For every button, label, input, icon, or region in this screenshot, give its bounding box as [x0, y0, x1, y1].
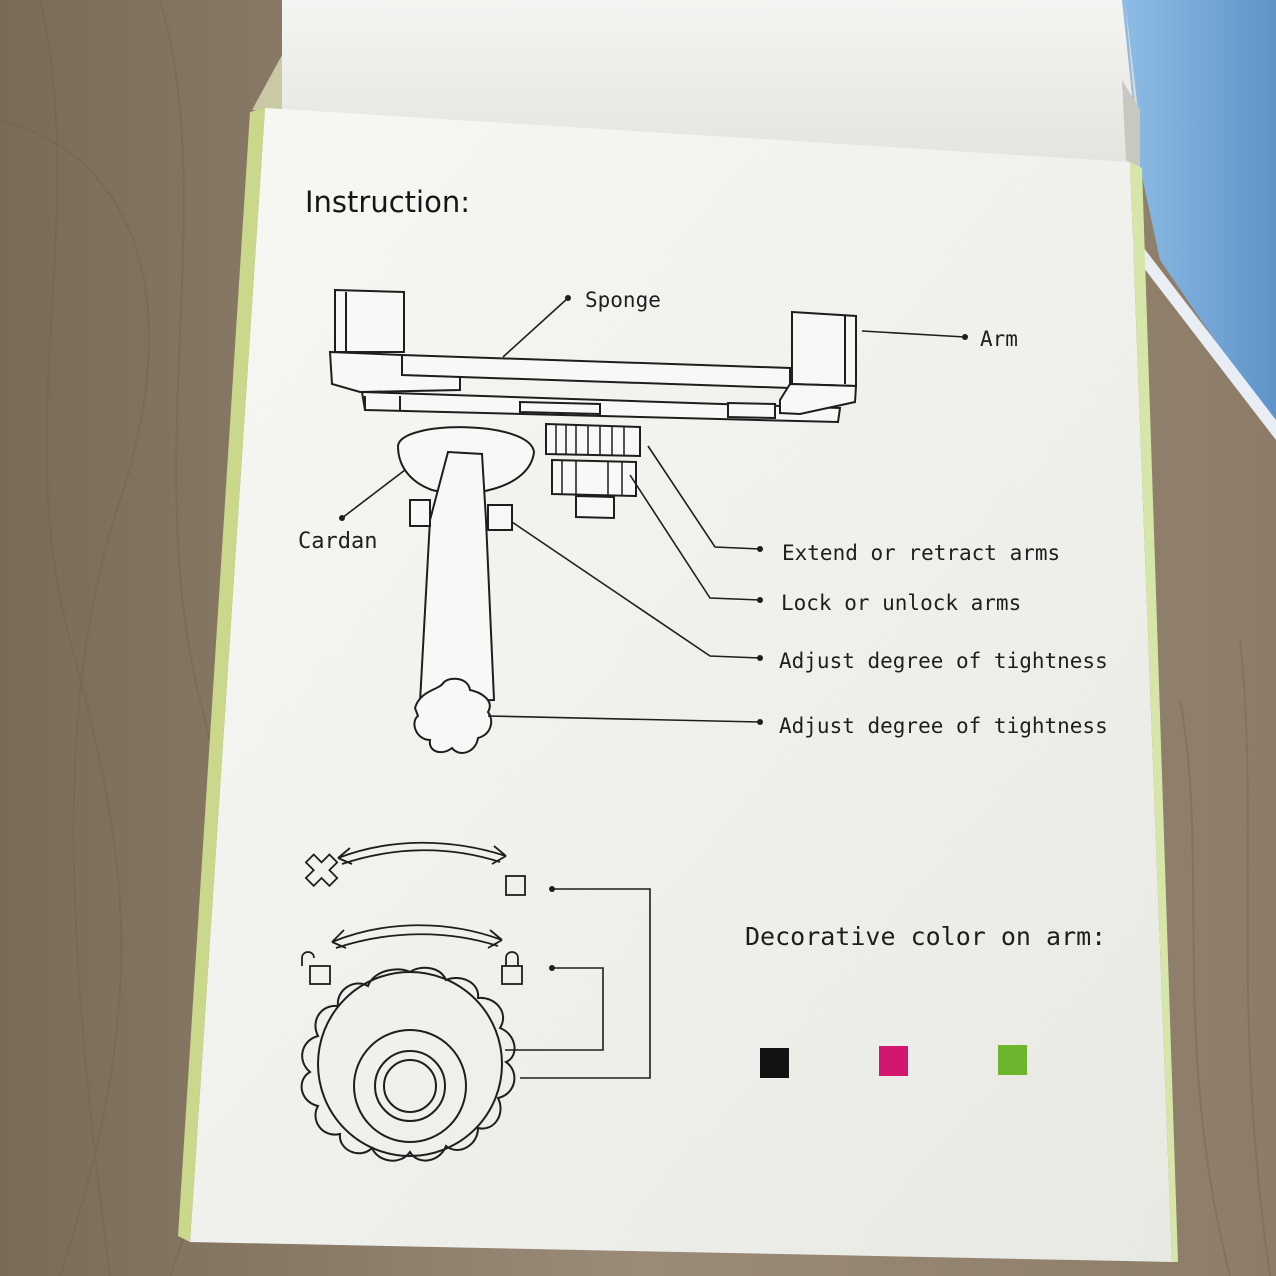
connector-dots [549, 886, 555, 971]
swatch-green [998, 1045, 1027, 1075]
leader-lines [341, 297, 966, 723]
decorative-color-title: Decorative color on arm: [745, 922, 1106, 951]
label-adjust-tightness-2: Adjust degree of tightness [779, 714, 1108, 738]
cross-arrows-icon [304, 853, 339, 888]
leader-dots [339, 295, 968, 725]
label-lock-unlock: Lock or unlock arms [781, 591, 1021, 615]
rotation-diagram [331, 841, 507, 949]
label-adjust-tightness-1: Adjust degree of tightness [779, 649, 1108, 673]
label-cardan: Cardan [298, 529, 377, 554]
swatch-pink [879, 1046, 908, 1076]
box-front [178, 108, 1178, 1262]
label-sponge: Sponge [585, 288, 661, 312]
locked-padlock-icon [501, 951, 523, 985]
instruction-heading: Instruction: [305, 185, 470, 219]
phone-holder-diagram [328, 288, 858, 754]
box-top-flap [252, 0, 1140, 170]
swatch-black [760, 1048, 789, 1078]
label-extend-retract: Extend or retract arms [782, 541, 1060, 565]
unlocked-padlock-icon [301, 951, 331, 985]
square-icon [505, 875, 526, 896]
blue-book [1120, 0, 1276, 440]
label-arm: Arm [980, 327, 1018, 351]
gear-connectors [505, 888, 651, 1079]
gear-knob-icon [300, 966, 516, 1162]
